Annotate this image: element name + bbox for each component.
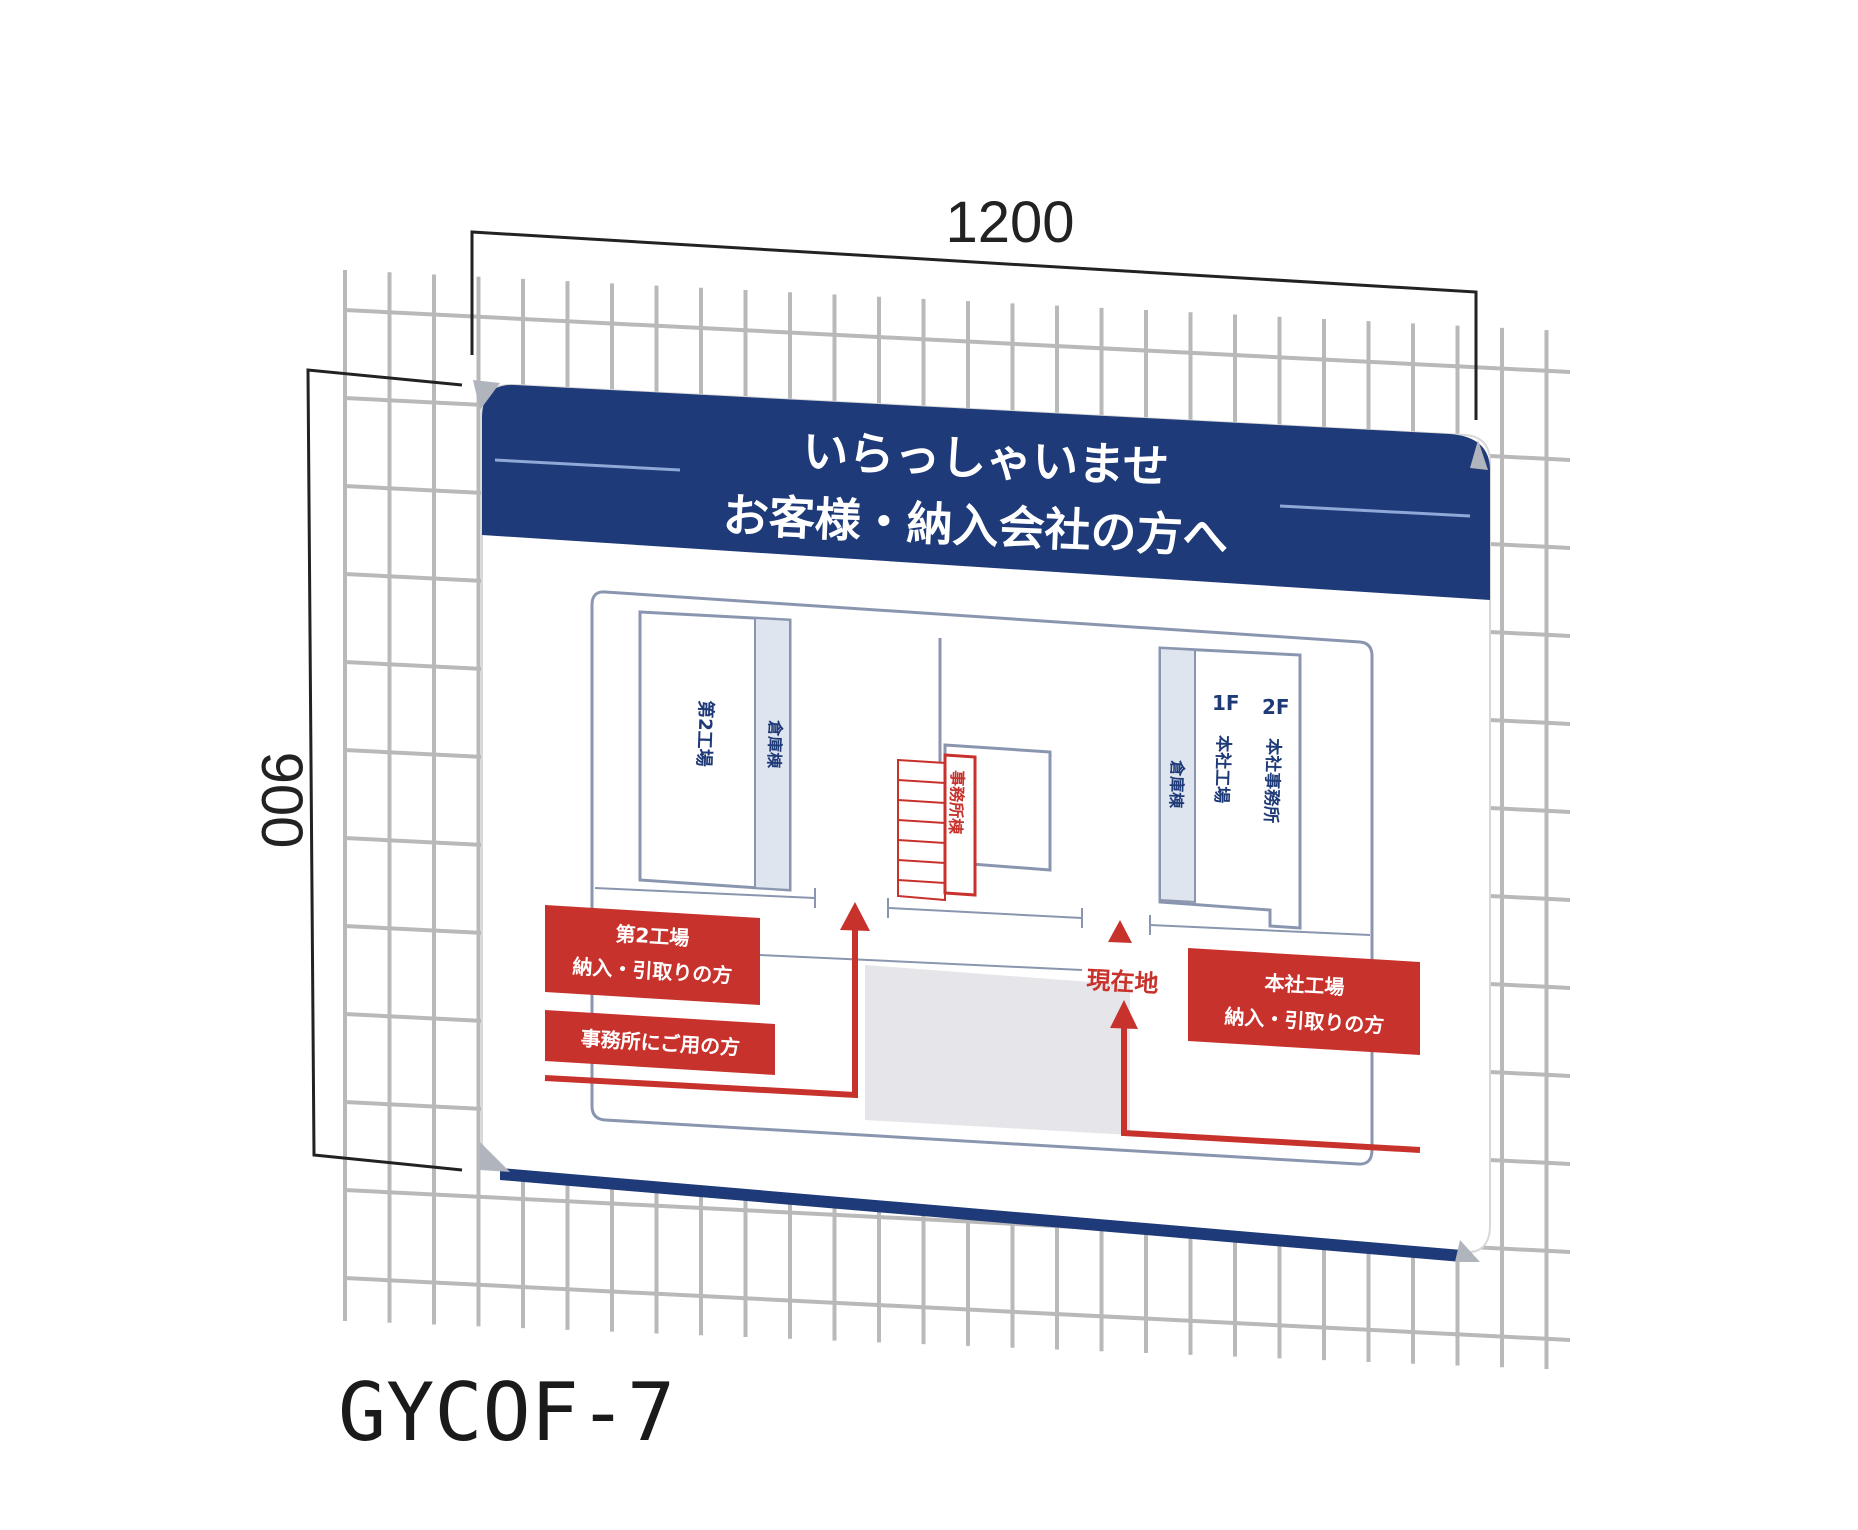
- corner-clip-br: [1455, 1240, 1480, 1262]
- label-warehouse-left: 倉庫棟: [764, 719, 785, 770]
- route-main: [1121, 1020, 1421, 1153]
- label-floor2-name: 本社事務所: [1260, 738, 1284, 824]
- dimension-width: [470, 230, 1478, 420]
- building-factory2: 第2工場 倉庫棟: [638, 610, 792, 892]
- header-band: [482, 384, 1490, 600]
- corner-clip-tl: [473, 380, 500, 410]
- label-floor1-name: 本社工場: [1211, 735, 1234, 804]
- label-current-location: 現在地: [1086, 966, 1160, 998]
- building-office: 事務所棟: [897, 638, 1052, 902]
- site-map: 第2工場 倉庫棟 事務所棟 倉庫棟 1: [544, 590, 1421, 1166]
- mesh-wire-horizontal: [344, 308, 1571, 374]
- label-factory2-building: 第2工場: [693, 700, 717, 767]
- label-main-factory: 本社工場: [1264, 971, 1345, 1000]
- corner-clip-tr: [1470, 440, 1488, 470]
- header-rule-left: [494, 458, 681, 472]
- dimension-width-label: 1200: [945, 190, 1074, 255]
- label-2f: 2F: [1262, 695, 1290, 719]
- mesh-wire-horizontal: [344, 1276, 1571, 1342]
- label-factory2: 第2工場: [615, 922, 690, 950]
- box-main-delivery: 本社工場 納入・引取りの方: [1188, 948, 1420, 1055]
- dimension-height-label: 900: [249, 752, 314, 849]
- road-area: [865, 965, 1130, 1135]
- model-code: GYCOF-7: [338, 1366, 675, 1459]
- label-office-building: 事務所棟: [946, 770, 967, 836]
- road-lines: [594, 887, 1371, 971]
- current-location-marker: [1108, 920, 1132, 943]
- map-outline: [590, 590, 1374, 1166]
- label-warehouse-right: 倉庫棟: [1166, 759, 1187, 810]
- office-stairs: [897, 779, 946, 884]
- building-hq: 倉庫棟 1F 2F 本社工場 本社事務所: [1158, 646, 1302, 930]
- bottom-band: [500, 1168, 1462, 1262]
- dimension-height: [306, 368, 463, 1172]
- route-factory2: [544, 925, 858, 1099]
- route-arrows: [544, 925, 1421, 1153]
- label-1f: 1F: [1212, 691, 1240, 715]
- arrow-head-factory2: [840, 902, 870, 931]
- box-factory2-delivery: 第2工場 納入・引取りの方: [545, 905, 760, 1005]
- header-rule-right: [1279, 504, 1471, 518]
- sign-panel: いらっしゃいませ お客様・納入会社の方へ 第2工場 倉庫棟: [473, 380, 1491, 1262]
- arrow-head-main: [1110, 1000, 1138, 1029]
- box-office-visit: 事務所にご用の方: [545, 1010, 775, 1075]
- corner-clip-bl: [480, 1142, 510, 1172]
